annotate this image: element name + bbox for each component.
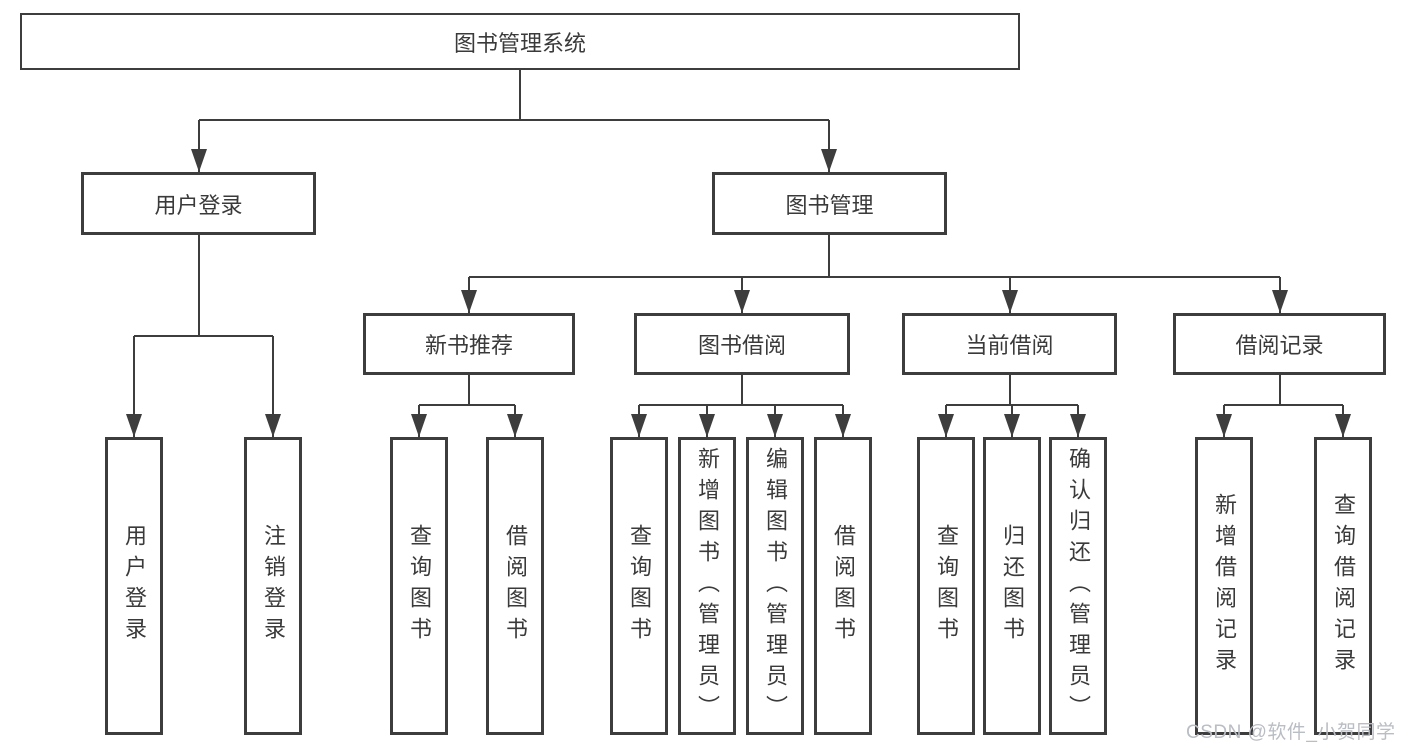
node-label: 当前借阅 <box>965 333 1054 358</box>
node-label: 图书管理系统 <box>453 30 586 56</box>
connector-trunks <box>134 68 1343 406</box>
leaf-query-books-3: 查询图书 <box>917 437 975 735</box>
leaf-logout: 注销登录 <box>244 437 302 735</box>
leaf-edit-books-admin: 编辑图书（管理员） <box>746 437 804 735</box>
node-label: 归还图书 <box>1000 524 1025 648</box>
leaf-borrow-books-1: 借阅图书 <box>486 437 544 735</box>
node-label: 新书推荐 <box>424 333 513 358</box>
node-label: 新增图书（管理员） <box>695 446 720 726</box>
leaf-confirm-return-admin: 确认归还（管理员） <box>1049 437 1107 735</box>
watermark: CSDN @软件_小贺同学 <box>1186 722 1396 743</box>
node-label: 查询图书 <box>934 524 959 648</box>
node-label: 新增借阅记录 <box>1212 493 1237 679</box>
node-label: 用户登录 <box>122 524 147 648</box>
node-label: 图书管理 <box>785 192 874 218</box>
leaf-user-login: 用户登录 <box>105 437 163 735</box>
node-label: 查询图书 <box>627 524 652 648</box>
node-book-management: 图书管理 <box>712 172 947 235</box>
leaf-add-books-admin: 新增图书（管理员） <box>678 437 736 735</box>
leaf-return-books: 归还图书 <box>983 437 1041 735</box>
node-label: 借阅图书 <box>831 524 856 648</box>
node-current-borrow: 当前借阅 <box>902 313 1117 375</box>
node-label: 查询图书 <box>407 524 432 648</box>
node-borrow-records: 借阅记录 <box>1173 313 1386 375</box>
node-label: 借阅记录 <box>1235 333 1324 358</box>
node-user-login: 用户登录 <box>81 172 316 235</box>
node-label: 查询借阅记录 <box>1331 493 1356 679</box>
leaf-query-books-2: 查询图书 <box>610 437 668 735</box>
node-label: 借阅图书 <box>503 524 528 648</box>
node-book-borrow: 图书借阅 <box>634 313 850 375</box>
node-label: 编辑图书（管理员） <box>763 446 788 726</box>
leaf-query-borrow-record: 查询借阅记录 <box>1314 437 1372 735</box>
node-new-book-recommend: 新书推荐 <box>363 313 575 375</box>
node-label: 注销登录 <box>261 524 286 648</box>
node-label: 图书借阅 <box>697 333 786 358</box>
leaf-query-books-1: 查询图书 <box>390 437 448 735</box>
node-book-management-system: 图书管理系统 <box>20 13 1020 70</box>
node-label: 确认归还（管理员） <box>1066 446 1091 726</box>
node-label: 用户登录 <box>154 192 243 218</box>
leaf-borrow-books-2: 借阅图书 <box>814 437 872 735</box>
leaf-add-borrow-record: 新增借阅记录 <box>1195 437 1253 735</box>
